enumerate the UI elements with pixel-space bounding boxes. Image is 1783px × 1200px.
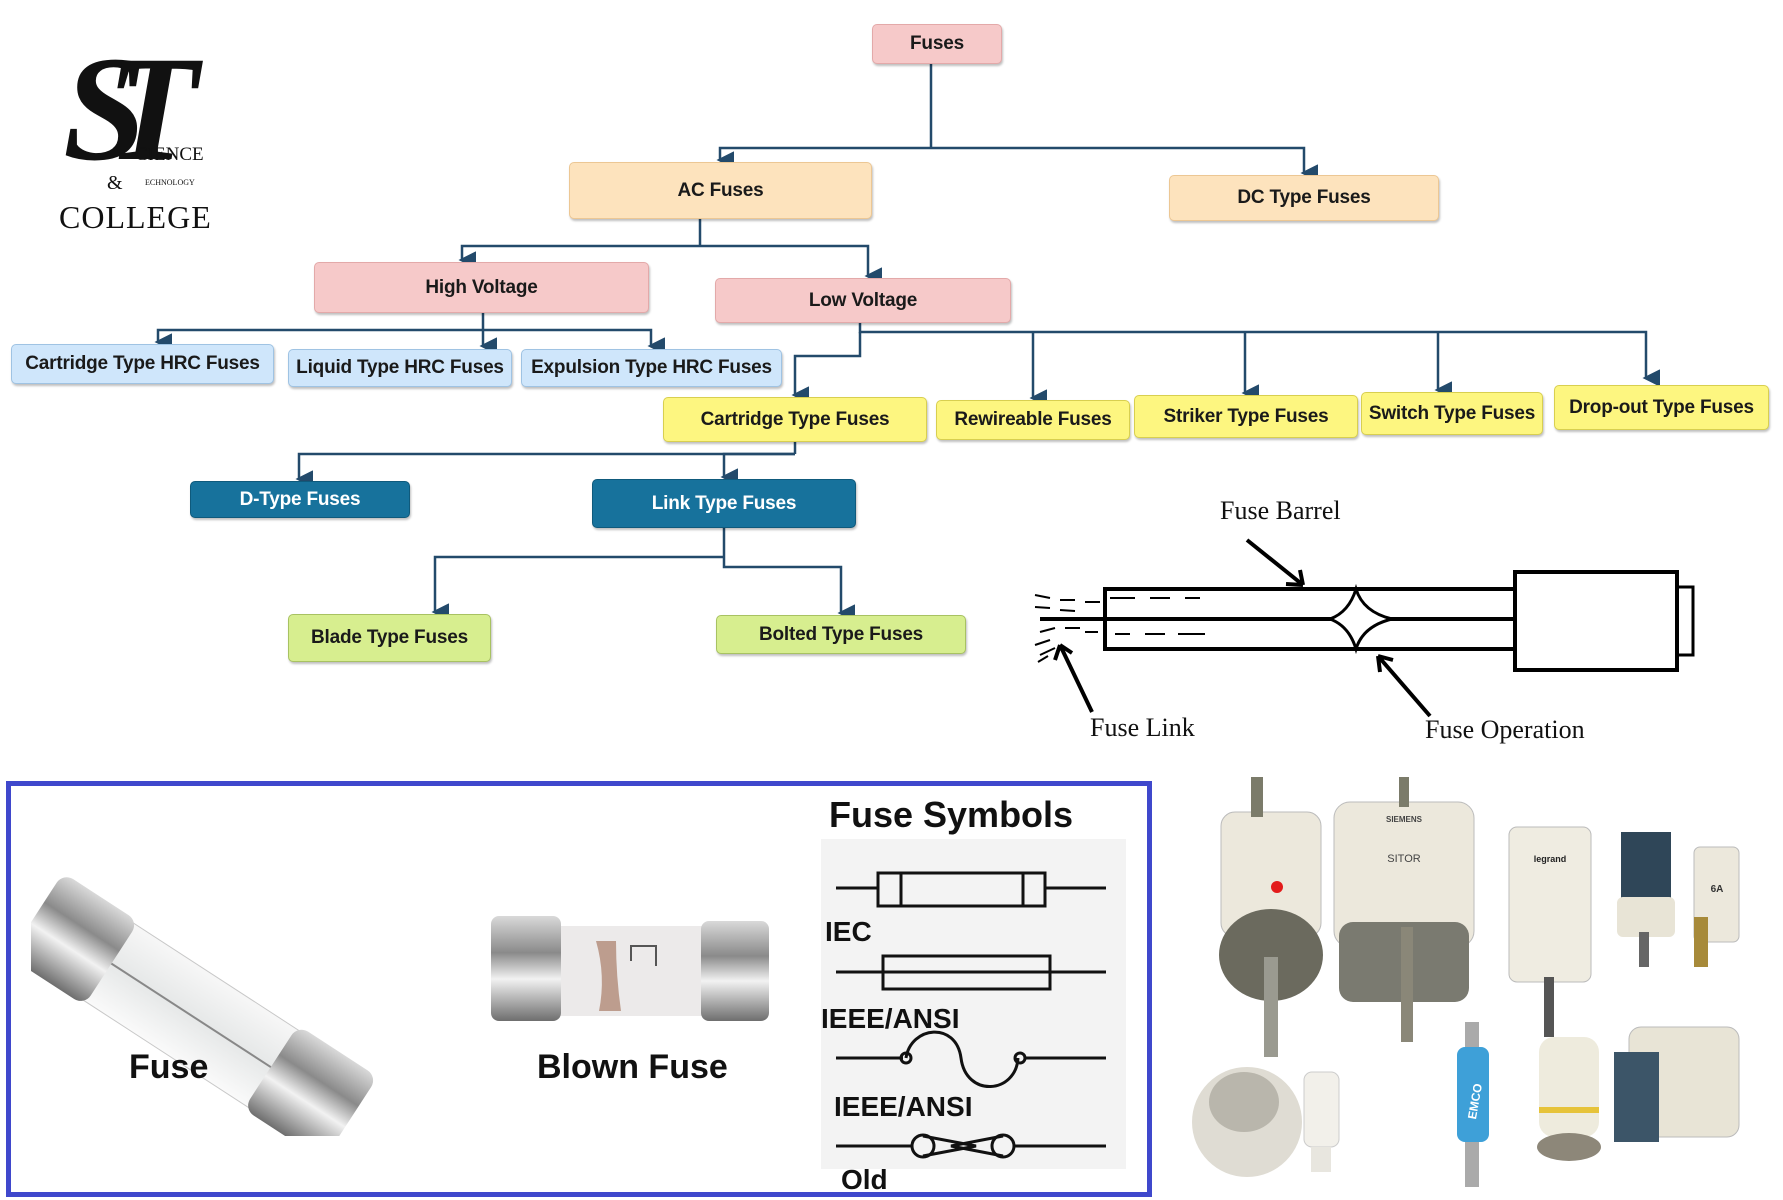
label-blown-fuse: Blown Fuse	[537, 1048, 728, 1086]
node-dc-fuses: DC Type Fuses	[1169, 175, 1439, 221]
node-cartridge-hrc: Cartridge Type HRC Fuses	[11, 344, 274, 384]
photo-text-emco: EMCO	[1465, 1082, 1485, 1120]
node-switch: Switch Type Fuses	[1361, 392, 1543, 435]
connector-ac-hv	[458, 244, 700, 269]
hrc-fuses-photo: SITOR SIEMENS legrand 6A EMCO	[1192, 777, 1740, 1187]
node-expulsion-hrc: Expulsion Type HRC Fuses	[521, 349, 782, 387]
node-high-voltage: High Voltage	[314, 262, 649, 313]
barrel-cap	[1513, 570, 1679, 672]
blown-fuse-photo	[491, 916, 769, 1021]
fuse-symbols-panel: Fuse Blown Fuse Fuse Symbols	[6, 781, 1152, 1197]
label-fuse-operation: Fuse Operation	[1425, 715, 1585, 744]
fuse-symbols-title: Fuse Symbols	[829, 794, 1074, 835]
node-d-type: D-Type Fuses	[190, 481, 410, 518]
connector-root-ac	[716, 146, 931, 169]
fuse-photo	[31, 877, 374, 1136]
node-bolted: Bolted Type Fuses	[716, 615, 966, 654]
node-cartridge-type: Cartridge Type Fuses	[663, 397, 927, 442]
node-low-voltage: Low Voltage	[715, 278, 1011, 323]
photo-text-sitor: SITOR	[1387, 853, 1420, 865]
logo-technology: ECHNOLOGY	[145, 178, 195, 187]
tree-connectors	[154, 64, 1660, 622]
connector-ac-lv	[700, 244, 882, 285]
symbol-ieee-ansi-curve	[836, 1030, 1106, 1088]
connector-cart-dtype	[295, 452, 795, 488]
fuse-symbols	[836, 871, 1106, 1159]
node-fuses: Fuses	[872, 24, 1002, 64]
connector-link-bolted	[722, 557, 855, 622]
college-logo: ST CIENCE & ECHNOLOGY COLLEGE	[55, 34, 215, 239]
node-ac-fuses: AC Fuses	[569, 162, 872, 219]
barrel-cap-end	[1675, 585, 1695, 657]
logo-college: COLLEGE	[59, 199, 212, 235]
node-rewireable: Rewireable Fuses	[936, 400, 1130, 440]
logo-science: CIENCE	[135, 144, 204, 165]
arrow-link	[1053, 643, 1094, 713]
symbol-old	[836, 1133, 1106, 1159]
node-link-type: Link Type Fuses	[592, 479, 856, 528]
symbols-background	[821, 839, 1126, 1169]
photo-text-legrand: legrand	[1534, 854, 1567, 864]
node-drop-out: Drop-out Type Fuses	[1554, 385, 1769, 430]
symbol-label-old: Old	[841, 1164, 888, 1195]
symbol-label-ieee-ansi-1: IEEE/ANSI	[821, 1003, 960, 1034]
logo-ampersand: &	[107, 172, 123, 194]
spark-icon	[1325, 583, 1393, 655]
fuse-barrel-diagram	[1034, 538, 1695, 718]
symbol-iec	[836, 871, 1106, 908]
connector-cart-link	[720, 452, 795, 486]
arrow-operation	[1376, 654, 1432, 718]
arrow-barrel	[1245, 538, 1305, 587]
connector-lv	[858, 323, 1660, 387]
photo-text-siemens: SIEMENS	[1386, 815, 1423, 824]
label-fuse-barrel: Fuse Barrel	[1220, 496, 1341, 525]
photo-text-6a: 6A	[1711, 884, 1724, 895]
connector-root-dc	[931, 146, 1318, 182]
label-fuse-link: Fuse Link	[1090, 713, 1195, 742]
node-striker: Striker Type Fuses	[1134, 395, 1358, 438]
symbol-label-ieee-ansi-2: IEEE/ANSI	[834, 1091, 973, 1122]
node-liquid-hrc: Liquid Type HRC Fuses	[288, 349, 512, 387]
node-blade: Blade Type Fuses	[288, 614, 491, 662]
connector-lv-cart	[791, 332, 862, 404]
symbol-label-iec: IEC	[825, 916, 872, 947]
symbol-ieee-ansi-rect	[836, 954, 1106, 991]
connector-link-blade	[431, 555, 724, 621]
connector-hv-expulsion	[483, 328, 665, 355]
label-fuse: Fuse	[129, 1048, 209, 1086]
connector-hv-cart	[154, 328, 483, 351]
